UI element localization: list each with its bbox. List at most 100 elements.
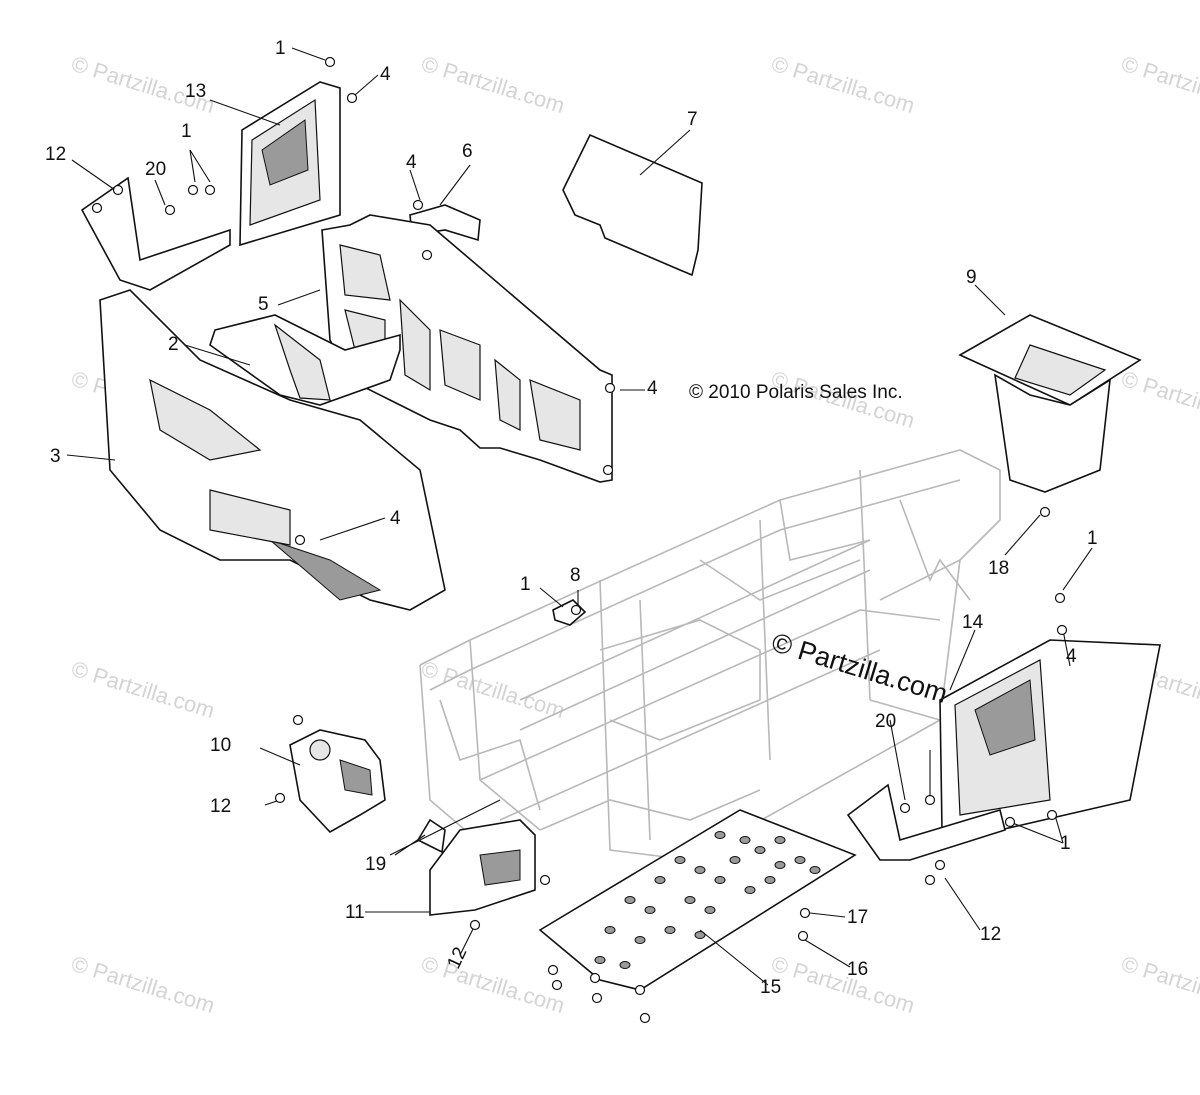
callout-1: 1	[275, 38, 286, 59]
leader-lines	[66, 47, 1093, 986]
callout-16: 16	[847, 959, 868, 980]
skid-plate-hole	[714, 876, 726, 884]
fastener-icon	[274, 792, 286, 804]
callout-5: 5	[258, 294, 269, 315]
skid-plate-hole	[739, 836, 751, 844]
watermark-text: © Partzilla.com	[1119, 951, 1200, 1018]
fastener-layer	[91, 56, 1068, 1024]
skid-plate-hole	[644, 906, 656, 914]
fastener-icon	[539, 874, 551, 886]
part-3-floor-console	[99, 289, 446, 611]
fastener-icon	[639, 1012, 651, 1024]
skid-plate-hole	[694, 866, 706, 874]
watermark-text: © Partzilla.com	[1119, 366, 1200, 433]
part-bracket-right-lower	[846, 783, 1006, 861]
skid-plate-hole	[634, 936, 646, 944]
fastener-icon	[164, 204, 176, 216]
fastener-icon	[797, 930, 809, 942]
fastener-icon	[187, 184, 199, 196]
fastener-icon	[799, 907, 811, 919]
callout-7: 7	[687, 109, 698, 130]
part-7-rear-panel	[562, 133, 703, 277]
skid-plate-hole	[664, 926, 676, 934]
fastener-icon	[1004, 816, 1016, 828]
skid-plate-hole	[714, 831, 726, 839]
skid-plate-hole	[619, 961, 631, 969]
fastener-icon	[469, 919, 481, 931]
callout-4: 4	[647, 378, 658, 399]
fastener-icon	[324, 56, 336, 68]
skid-plate-hole	[754, 846, 766, 854]
fastener-icon	[421, 249, 433, 261]
fastener-icon	[934, 859, 946, 871]
callout-2: 2	[168, 334, 179, 355]
callout-labels: 1 4 13 1 12 20 6 7 4 5 2 9 4 3 4 18 1 1 …	[45, 38, 1098, 998]
callout-4: 4	[390, 508, 401, 529]
watermark-text: © Partzilla.com	[769, 51, 918, 118]
skid-plate-hole	[794, 856, 806, 864]
fastener-icon	[1054, 592, 1066, 604]
callout-1: 1	[520, 574, 531, 595]
skid-plate-hole	[774, 836, 786, 844]
fastener-icon	[591, 992, 603, 1004]
watermark-text: © Partzilla.com	[419, 951, 568, 1018]
callout-4: 4	[380, 64, 391, 85]
callout-11: 11	[345, 902, 365, 923]
fastener-icon	[112, 184, 124, 196]
part-14-right-side-panel	[939, 639, 1161, 831]
callout-10: 10	[210, 735, 231, 756]
part-15-skid-plate	[538, 809, 857, 991]
callout-15: 15	[760, 977, 781, 998]
fastener-icon	[604, 382, 616, 394]
fastener-icon	[1056, 624, 1068, 636]
skid-plate-hole	[729, 856, 741, 864]
fastener-icon	[204, 184, 216, 196]
skid-plate-hole	[704, 906, 716, 914]
skid-plate-hole	[809, 866, 821, 874]
fastener-icon	[1046, 809, 1058, 821]
callout-19: 19	[365, 854, 386, 875]
watermark-text: © Partzilla.com	[769, 951, 918, 1018]
callout-18: 18	[988, 558, 1009, 579]
callout-17: 17	[847, 907, 868, 928]
callout-1: 1	[1060, 833, 1071, 854]
callout-20: 20	[145, 159, 166, 180]
fastener-icon	[346, 92, 358, 104]
watermark-text: © Partzilla.com	[1119, 51, 1200, 118]
skid-plate-hole	[674, 856, 686, 864]
callout-8: 8	[570, 565, 581, 586]
copyright-notice: © 2010 Polaris Sales Inc.	[689, 382, 903, 403]
callout-3: 3	[50, 446, 61, 467]
watermark-text: © Partzilla.com	[69, 951, 218, 1018]
fastener-icon	[634, 984, 646, 996]
fastener-icon	[294, 534, 306, 546]
fastener-icon	[292, 714, 304, 726]
part-bracket-left-lower	[80, 176, 231, 291]
part-10-bracket	[289, 729, 386, 834]
skid-plate-hole	[654, 876, 666, 884]
callout-1: 1	[1087, 528, 1098, 549]
callout-20: 20	[875, 711, 896, 732]
callout-12: 12	[45, 144, 66, 165]
callout-12: 12	[210, 796, 231, 817]
callout-4: 4	[406, 152, 417, 173]
skid-plate-hole	[774, 861, 786, 869]
fastener-icon	[412, 199, 424, 211]
fastener-icon	[602, 464, 614, 476]
part-11-bracket	[429, 819, 536, 916]
fastener-icon	[547, 964, 559, 976]
skid-plate-hole	[744, 886, 756, 894]
fastener-icon	[924, 874, 936, 886]
skid-plate-hole	[694, 931, 706, 939]
skid-plate-hole	[594, 956, 606, 964]
part-2-tunnel-cover	[209, 314, 401, 406]
watermark-text: © Partzilla.com	[419, 656, 568, 723]
watermark-text: © Partzilla.com	[419, 51, 568, 118]
part-13-left-side-panel	[239, 81, 341, 247]
part-9-storage-bin	[958, 314, 1142, 493]
callout-4: 4	[1066, 646, 1077, 667]
skid-plate-hole	[684, 896, 696, 904]
fastener-icon	[924, 794, 936, 806]
skid-plate-hole	[764, 876, 776, 884]
